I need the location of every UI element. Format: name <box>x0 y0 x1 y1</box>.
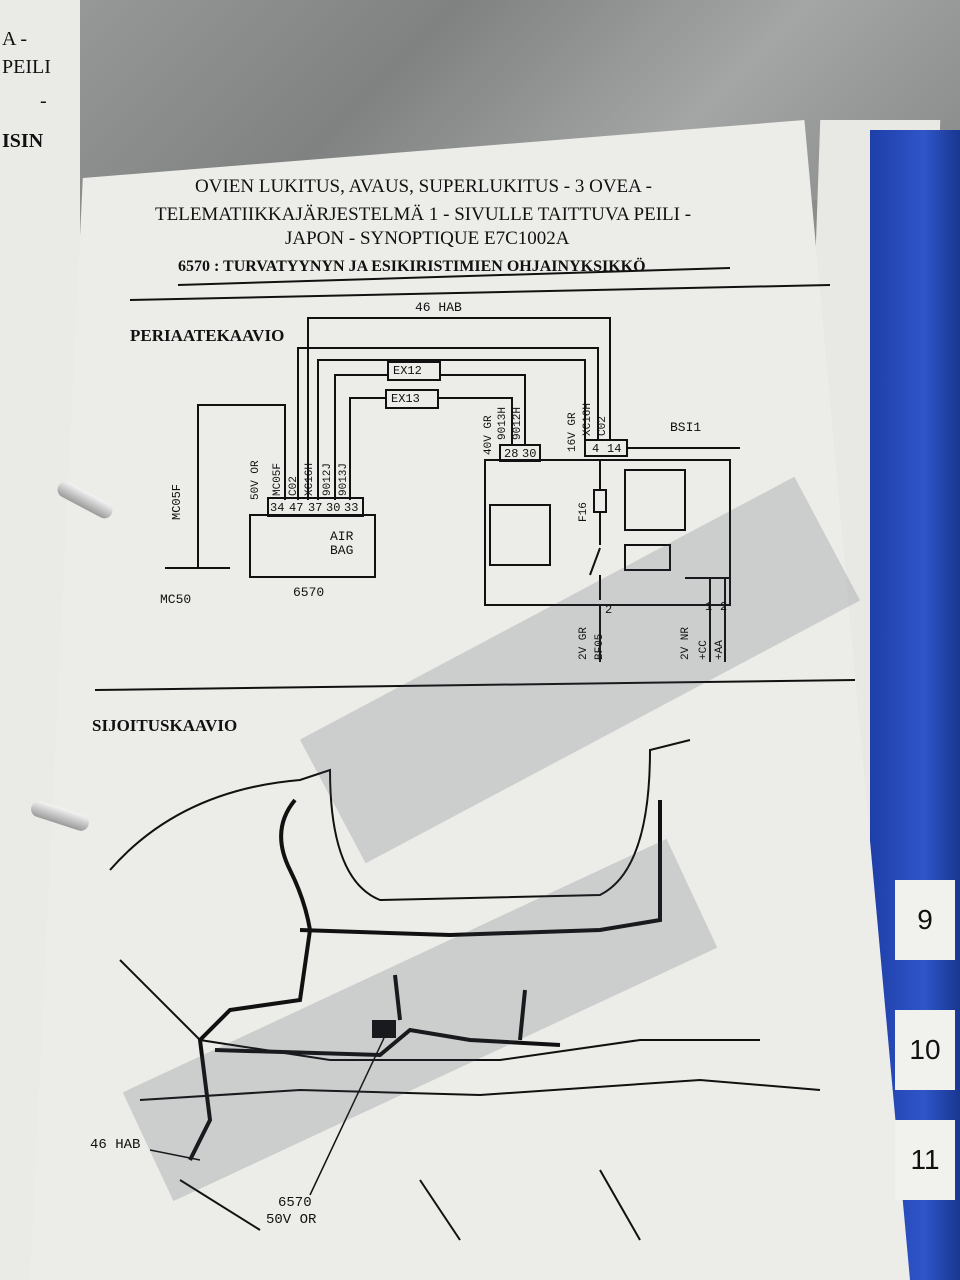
wire-40v-1: 9013H <box>497 406 509 440</box>
bottom-left-code: 2V GR <box>578 626 590 660</box>
harness-label-top: 46 HAB <box>415 300 462 315</box>
pin-6570-4: 30 <box>326 501 341 515</box>
title-line-2: TELEMATIIKKAJÄRJESTELMÄ 1 - SIVULLE TAIT… <box>155 204 692 225</box>
tab-11[interactable]: 11 <box>895 1120 955 1200</box>
connector-16v: 16V GR <box>567 412 579 452</box>
location-title: SIJOITUSKAAVIO <box>92 716 238 735</box>
wire-6570-3: XC16H <box>304 462 316 496</box>
schematic-title: PERIAATEKAAVIO <box>130 326 285 345</box>
airbag-label: AIR BAG <box>330 529 354 558</box>
pin-6570-1: 34 <box>270 501 285 515</box>
wire-6570-1: MC05F <box>272 462 284 496</box>
title-line-1: OVIEN LUKITUS, AVAUS, SUPERLUKITUS - 3 O… <box>195 176 652 197</box>
module-connector-code: 50V OR <box>250 460 262 500</box>
bottom-right-pin-1: 1 <box>705 600 713 614</box>
wire-6570-5: 9013J <box>338 462 350 496</box>
title-line-3: JAPON - SYNOPTIQUE E7C1002A <box>285 228 570 249</box>
pin-6570-3: 37 <box>308 501 323 515</box>
pin-16v-2: 14 <box>607 442 622 456</box>
connector-40v: 40V GR <box>483 415 495 455</box>
location-module-label: 6570 <box>278 1195 312 1211</box>
connector-ex12: EX12 <box>393 364 422 378</box>
pin-6570-5: 33 <box>344 501 359 515</box>
pin-40v-2: 30 <box>522 447 537 461</box>
fuse-label: F16 <box>578 502 590 522</box>
module-label: 6570 <box>293 585 325 600</box>
tab-10[interactable]: 10 <box>895 1010 955 1090</box>
wire-6570-4: 9012J <box>322 462 334 496</box>
left-page-text-4: ISIN <box>2 130 44 152</box>
ground-wire-label: MC05F <box>170 483 184 520</box>
subtitle: 6570 : TURVATYYNYN JA ESIKIRISTIMIEN OHJ… <box>178 258 646 275</box>
pin-6570-2: 47 <box>289 501 304 515</box>
left-page-text-2: PEILI <box>2 56 51 78</box>
bottom-left-wire: BF05 <box>594 633 606 660</box>
wire-16v-2: C02 <box>597 416 609 436</box>
left-page-text-1: A - <box>2 28 27 50</box>
wire-6570-2: C02 <box>288 476 300 496</box>
bottom-right-pin-2: 2 <box>720 600 728 614</box>
bottom-left-pin: 2 <box>605 603 613 617</box>
connector-ex13: EX13 <box>391 392 420 406</box>
pin-40v-1: 28 <box>504 447 519 461</box>
ground-label: MC50 <box>160 592 192 607</box>
manual-page <box>30 120 910 1280</box>
location-harness-label: 46 HAB <box>90 1137 141 1153</box>
bottom-right-code: 2V NR <box>680 626 692 660</box>
tab-9[interactable]: 9 <box>895 880 955 960</box>
pin-16v-1: 4 <box>592 442 600 456</box>
wire-16v-1: XC16H <box>582 402 594 436</box>
wire-40v-2: 9012H <box>512 406 524 440</box>
bottom-right-wire-1: +CC <box>698 640 710 660</box>
left-page-text-3: - <box>40 90 47 112</box>
bsi-label: BSI1 <box>670 420 702 435</box>
bottom-right-wire-2: +AA <box>714 640 726 660</box>
location-module-code: 50V OR <box>266 1212 317 1228</box>
